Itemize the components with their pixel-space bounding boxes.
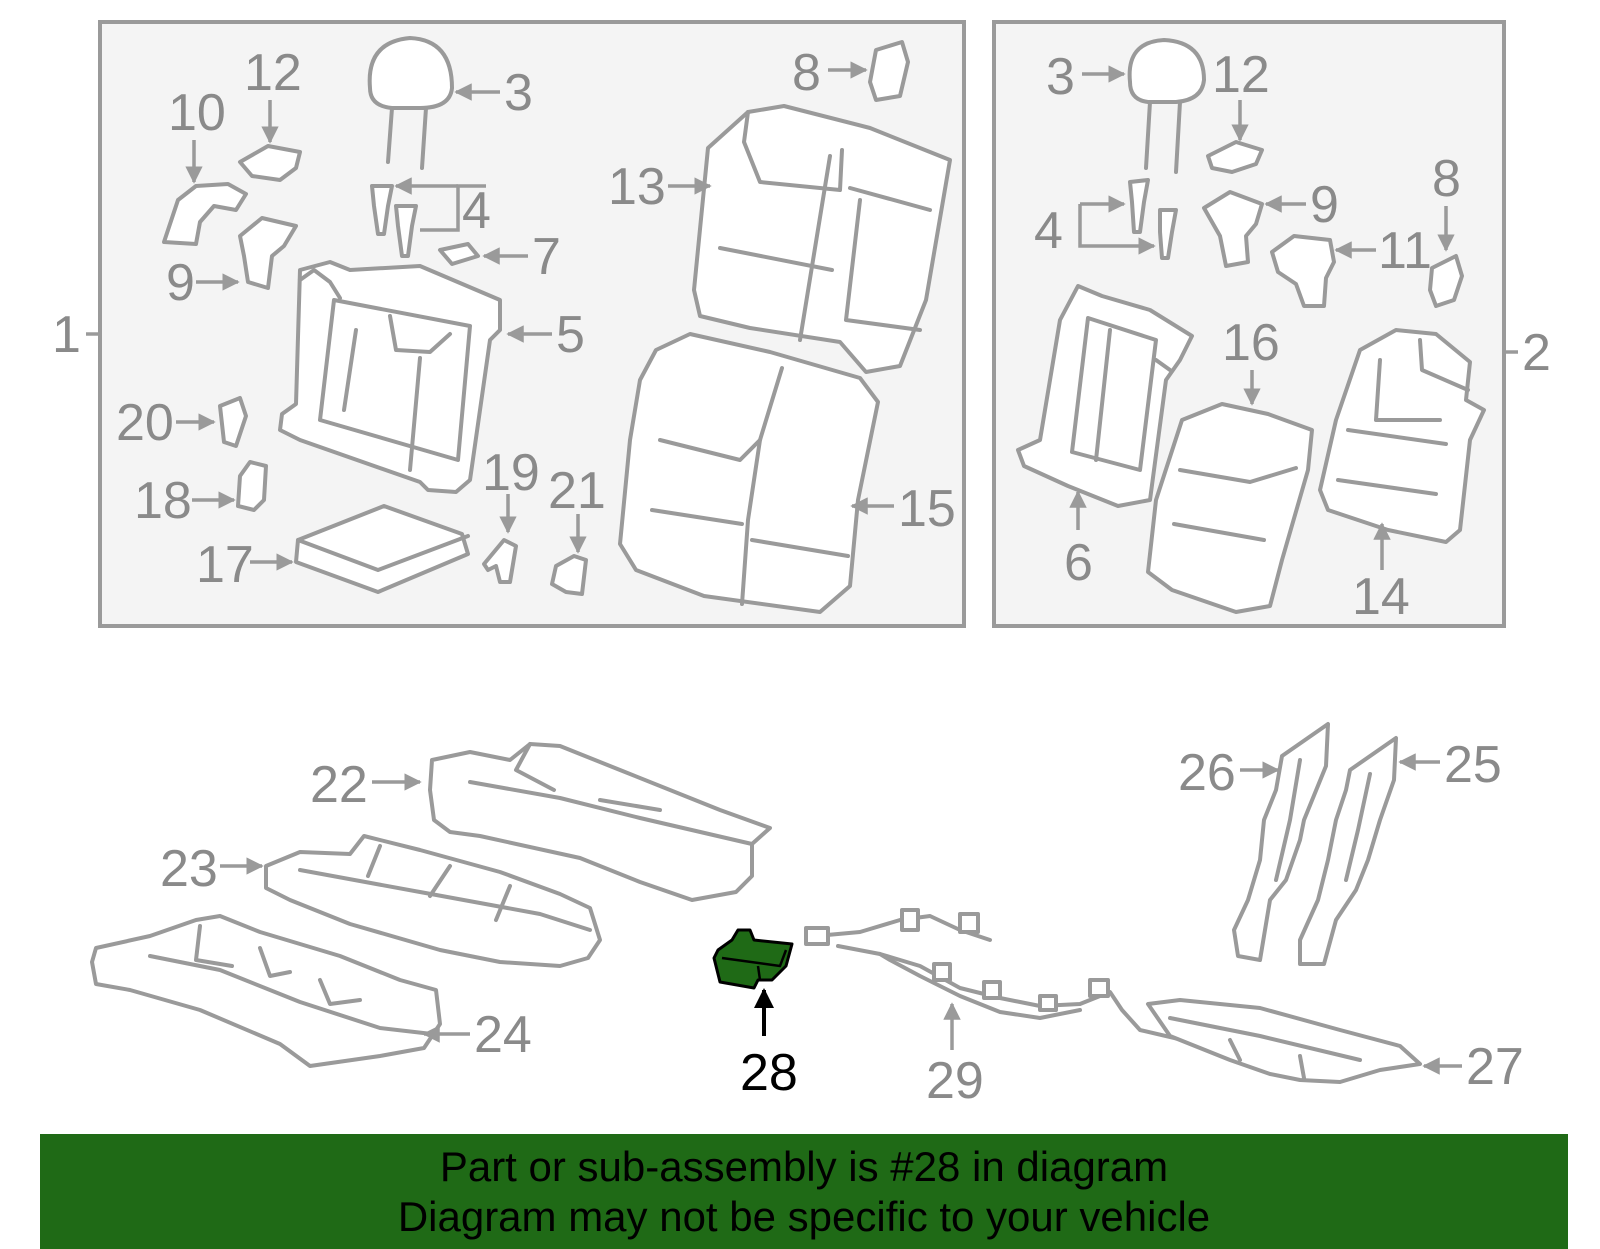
callout-b14: 14 bbox=[1352, 568, 1410, 626]
callout-c26: 26 bbox=[1178, 744, 1236, 802]
part-latch-8-right bbox=[1428, 254, 1464, 308]
callout-a7: 7 bbox=[532, 228, 561, 286]
part-seat-pan-24 bbox=[90, 914, 442, 1068]
info-banner: Part or sub-assembly is #28 in diagram D… bbox=[40, 1134, 1568, 1249]
callout-a4: 4 bbox=[462, 182, 491, 240]
part-cushion-cover-22 bbox=[428, 742, 772, 902]
part-seatback-cover-13 bbox=[692, 104, 952, 374]
part-seatback-frame-left bbox=[278, 260, 502, 494]
callout-b4: 4 bbox=[1034, 202, 1063, 260]
callout-a18: 18 bbox=[134, 472, 192, 530]
part-bolster-25 bbox=[1298, 736, 1398, 966]
part-trim-12-right bbox=[1206, 140, 1264, 174]
callout-a8: 8 bbox=[792, 44, 821, 102]
callout-a9: 9 bbox=[166, 254, 195, 312]
part-latch-8-left bbox=[868, 40, 910, 102]
part-bracket-19 bbox=[482, 538, 518, 584]
callout-b8: 8 bbox=[1432, 150, 1461, 208]
part-cover-10 bbox=[162, 182, 248, 246]
part-seatback-cover-16 bbox=[1146, 402, 1314, 614]
part-bracket-9-left bbox=[238, 216, 298, 290]
banner-text: Part or sub-assembly is #28 in diagram D… bbox=[40, 1142, 1568, 1242]
part-guides-right bbox=[1128, 178, 1178, 260]
part-bracket-20 bbox=[218, 396, 248, 448]
part-support-27 bbox=[1146, 998, 1422, 1084]
callout-2: 2 bbox=[1522, 324, 1551, 382]
callout-a13: 13 bbox=[608, 158, 666, 216]
part-trim-12-left bbox=[238, 144, 302, 182]
part-seatback-cover-14 bbox=[1318, 328, 1486, 544]
callout-a19: 19 bbox=[482, 444, 540, 502]
callout-b3: 3 bbox=[1046, 48, 1075, 106]
part-headrest-left bbox=[367, 36, 454, 170]
callout-a10: 10 bbox=[168, 84, 226, 142]
callout-b11: 11 bbox=[1378, 222, 1432, 280]
callout-a21: 21 bbox=[548, 462, 606, 520]
callout-c28: 28 bbox=[740, 1044, 798, 1102]
callout-1: 1 bbox=[52, 306, 81, 364]
part-cushion-pad-23 bbox=[264, 834, 602, 968]
part-headrest-right bbox=[1127, 38, 1206, 174]
callout-c27: 27 bbox=[1466, 1038, 1524, 1096]
part-pad-17 bbox=[294, 504, 470, 594]
callout-c24: 24 bbox=[474, 1006, 532, 1064]
callout-c22: 22 bbox=[310, 756, 368, 814]
part-module-28-highlighted bbox=[712, 928, 794, 990]
callout-a12: 12 bbox=[244, 44, 302, 102]
callout-a3: 3 bbox=[504, 64, 533, 122]
callout-b12: 12 bbox=[1212, 46, 1270, 104]
leader-b4-bottom bbox=[1078, 204, 1156, 255]
banner-line-1: Part or sub-assembly is #28 in diagram bbox=[439, 1143, 1169, 1190]
callout-c23: 23 bbox=[160, 840, 218, 898]
part-bracket-18 bbox=[236, 460, 268, 512]
part-wire-harness-29 bbox=[804, 908, 1262, 1060]
part-cover-11 bbox=[1270, 234, 1336, 308]
callout-b16: 16 bbox=[1222, 314, 1280, 372]
callout-b6: 6 bbox=[1064, 534, 1093, 592]
part-bolster-26 bbox=[1232, 722, 1330, 962]
part-bezel-7 bbox=[438, 242, 480, 266]
callout-b9: 9 bbox=[1310, 176, 1339, 234]
leader-a4 bbox=[420, 184, 486, 232]
part-seatback-cover-15 bbox=[618, 332, 880, 614]
callout-a5: 5 bbox=[556, 306, 585, 364]
callout-a20: 20 bbox=[116, 394, 174, 452]
banner-line-2: Diagram may not be specific to your vehi… bbox=[397, 1193, 1211, 1240]
part-guides-left bbox=[370, 184, 418, 258]
callout-a15: 15 bbox=[898, 480, 956, 538]
callout-c25: 25 bbox=[1444, 736, 1502, 794]
part-bracket-9-right bbox=[1202, 190, 1264, 268]
callout-a17: 17 bbox=[196, 536, 254, 594]
callout-c29: 29 bbox=[926, 1052, 984, 1110]
part-seatback-frame-right bbox=[1016, 284, 1194, 508]
part-bracket-21 bbox=[550, 554, 588, 596]
